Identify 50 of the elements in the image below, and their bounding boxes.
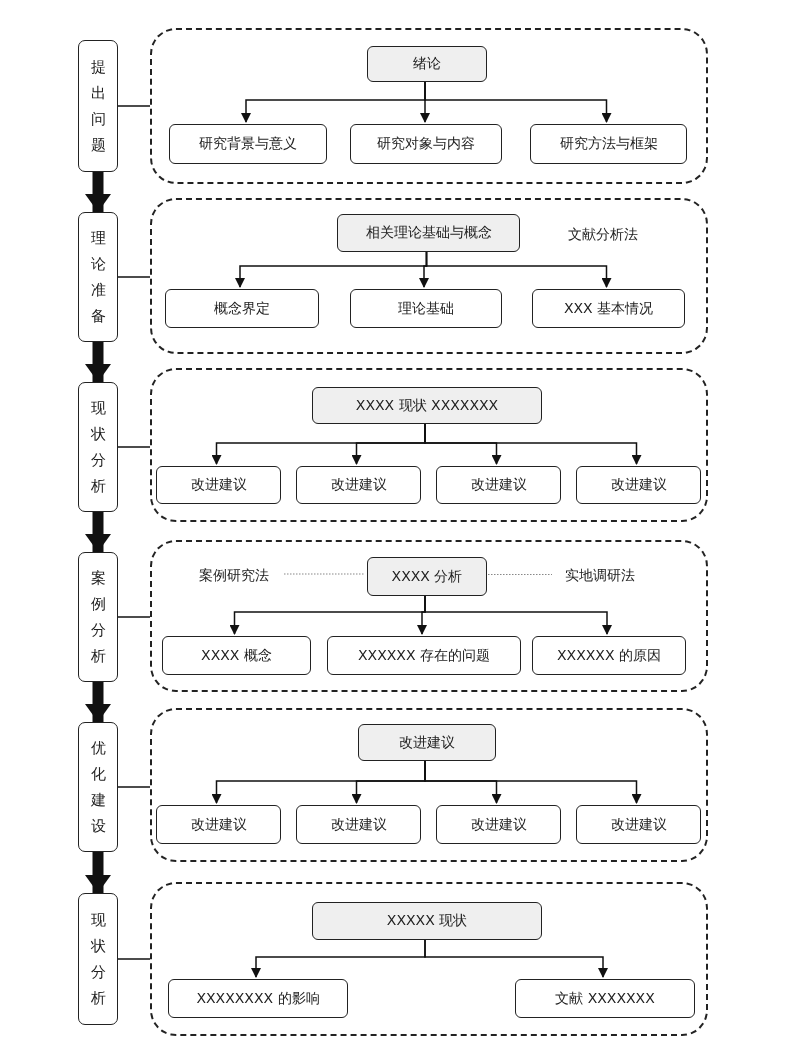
- stage-box: 现状分析: [78, 893, 118, 1025]
- connector-line: [117, 958, 151, 960]
- section-frame: [150, 368, 708, 522]
- connector-line: [117, 446, 151, 448]
- section-frame: [150, 540, 708, 692]
- heading-box: 绪论: [367, 46, 487, 82]
- topic-box: 研究方法与框架: [530, 124, 687, 164]
- connector-line: [117, 276, 151, 278]
- stage-box: 现状分析: [78, 382, 118, 512]
- down-arrow: [85, 512, 111, 552]
- topic-box: 理论基础: [350, 289, 502, 328]
- topic-box: 改进建议: [576, 805, 701, 844]
- down-arrow: [85, 342, 111, 382]
- topic-box: 研究对象与内容: [350, 124, 502, 164]
- topic-box: XXX 基本情况: [532, 289, 685, 328]
- topic-box: 改进建议: [576, 466, 701, 504]
- section-frame: [150, 708, 708, 862]
- topic-box: 改进建议: [296, 466, 421, 504]
- stage-box: 提出问题: [78, 40, 118, 172]
- heading-box: XXXX 分析: [367, 557, 487, 596]
- stage-box: 理论准备: [78, 212, 118, 342]
- topic-box: 改进建议: [156, 805, 281, 844]
- heading-box: 相关理论基础与概念: [337, 214, 520, 252]
- topic-box: XXXXXX 的原因: [532, 636, 686, 675]
- connector-line: [117, 786, 151, 788]
- section-frame: [150, 882, 708, 1036]
- topic-box: 改进建议: [436, 466, 561, 504]
- section-frame: [150, 28, 708, 184]
- topic-box: 文献 XXXXXXX: [515, 979, 695, 1018]
- heading-box: XXXX 现状 XXXXXXX: [312, 387, 542, 424]
- down-arrow: [85, 682, 111, 722]
- connector-line: [117, 105, 151, 107]
- down-arrow: [85, 172, 111, 212]
- section-frame: [150, 198, 708, 354]
- method-text: 文献分析法: [568, 226, 638, 244]
- topic-box: 研究背景与意义: [169, 124, 327, 164]
- down-arrow: [85, 852, 111, 893]
- topic-box: 改进建议: [156, 466, 281, 504]
- stage-box: 优化建设: [78, 722, 118, 852]
- topic-box: 改进建议: [296, 805, 421, 844]
- dotted-line: [283, 573, 366, 575]
- topic-box: 改进建议: [436, 805, 561, 844]
- topic-box: 概念界定: [165, 289, 319, 328]
- connector-line: [117, 616, 151, 618]
- heading-box: 改进建议: [358, 724, 496, 761]
- topic-box: XXXXXX 存在的问题: [327, 636, 521, 675]
- heading-box: XXXXX 现状: [312, 902, 542, 940]
- topic-box: XXXXXXXX 的影响: [168, 979, 348, 1018]
- stage-box: 案例分析: [78, 552, 118, 682]
- topic-box: XXXX 概念: [162, 636, 311, 675]
